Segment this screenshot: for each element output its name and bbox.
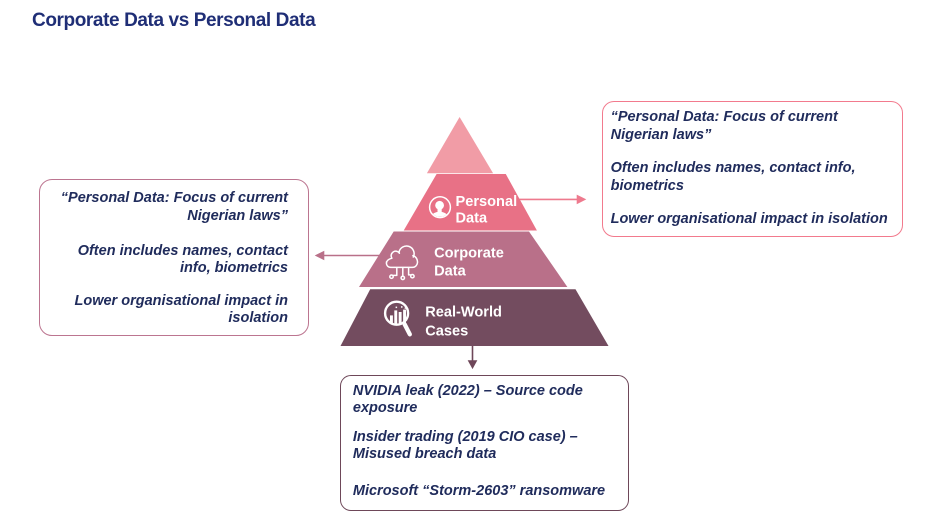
svg-text:Data: Data — [456, 210, 489, 226]
svg-text:Personal: Personal — [456, 194, 518, 210]
svg-text:Corporate: Corporate — [434, 245, 504, 261]
svg-text:Cases: Cases — [425, 324, 468, 340]
svg-text:Real-World: Real-World — [425, 305, 502, 321]
svg-text:Data: Data — [434, 264, 467, 280]
